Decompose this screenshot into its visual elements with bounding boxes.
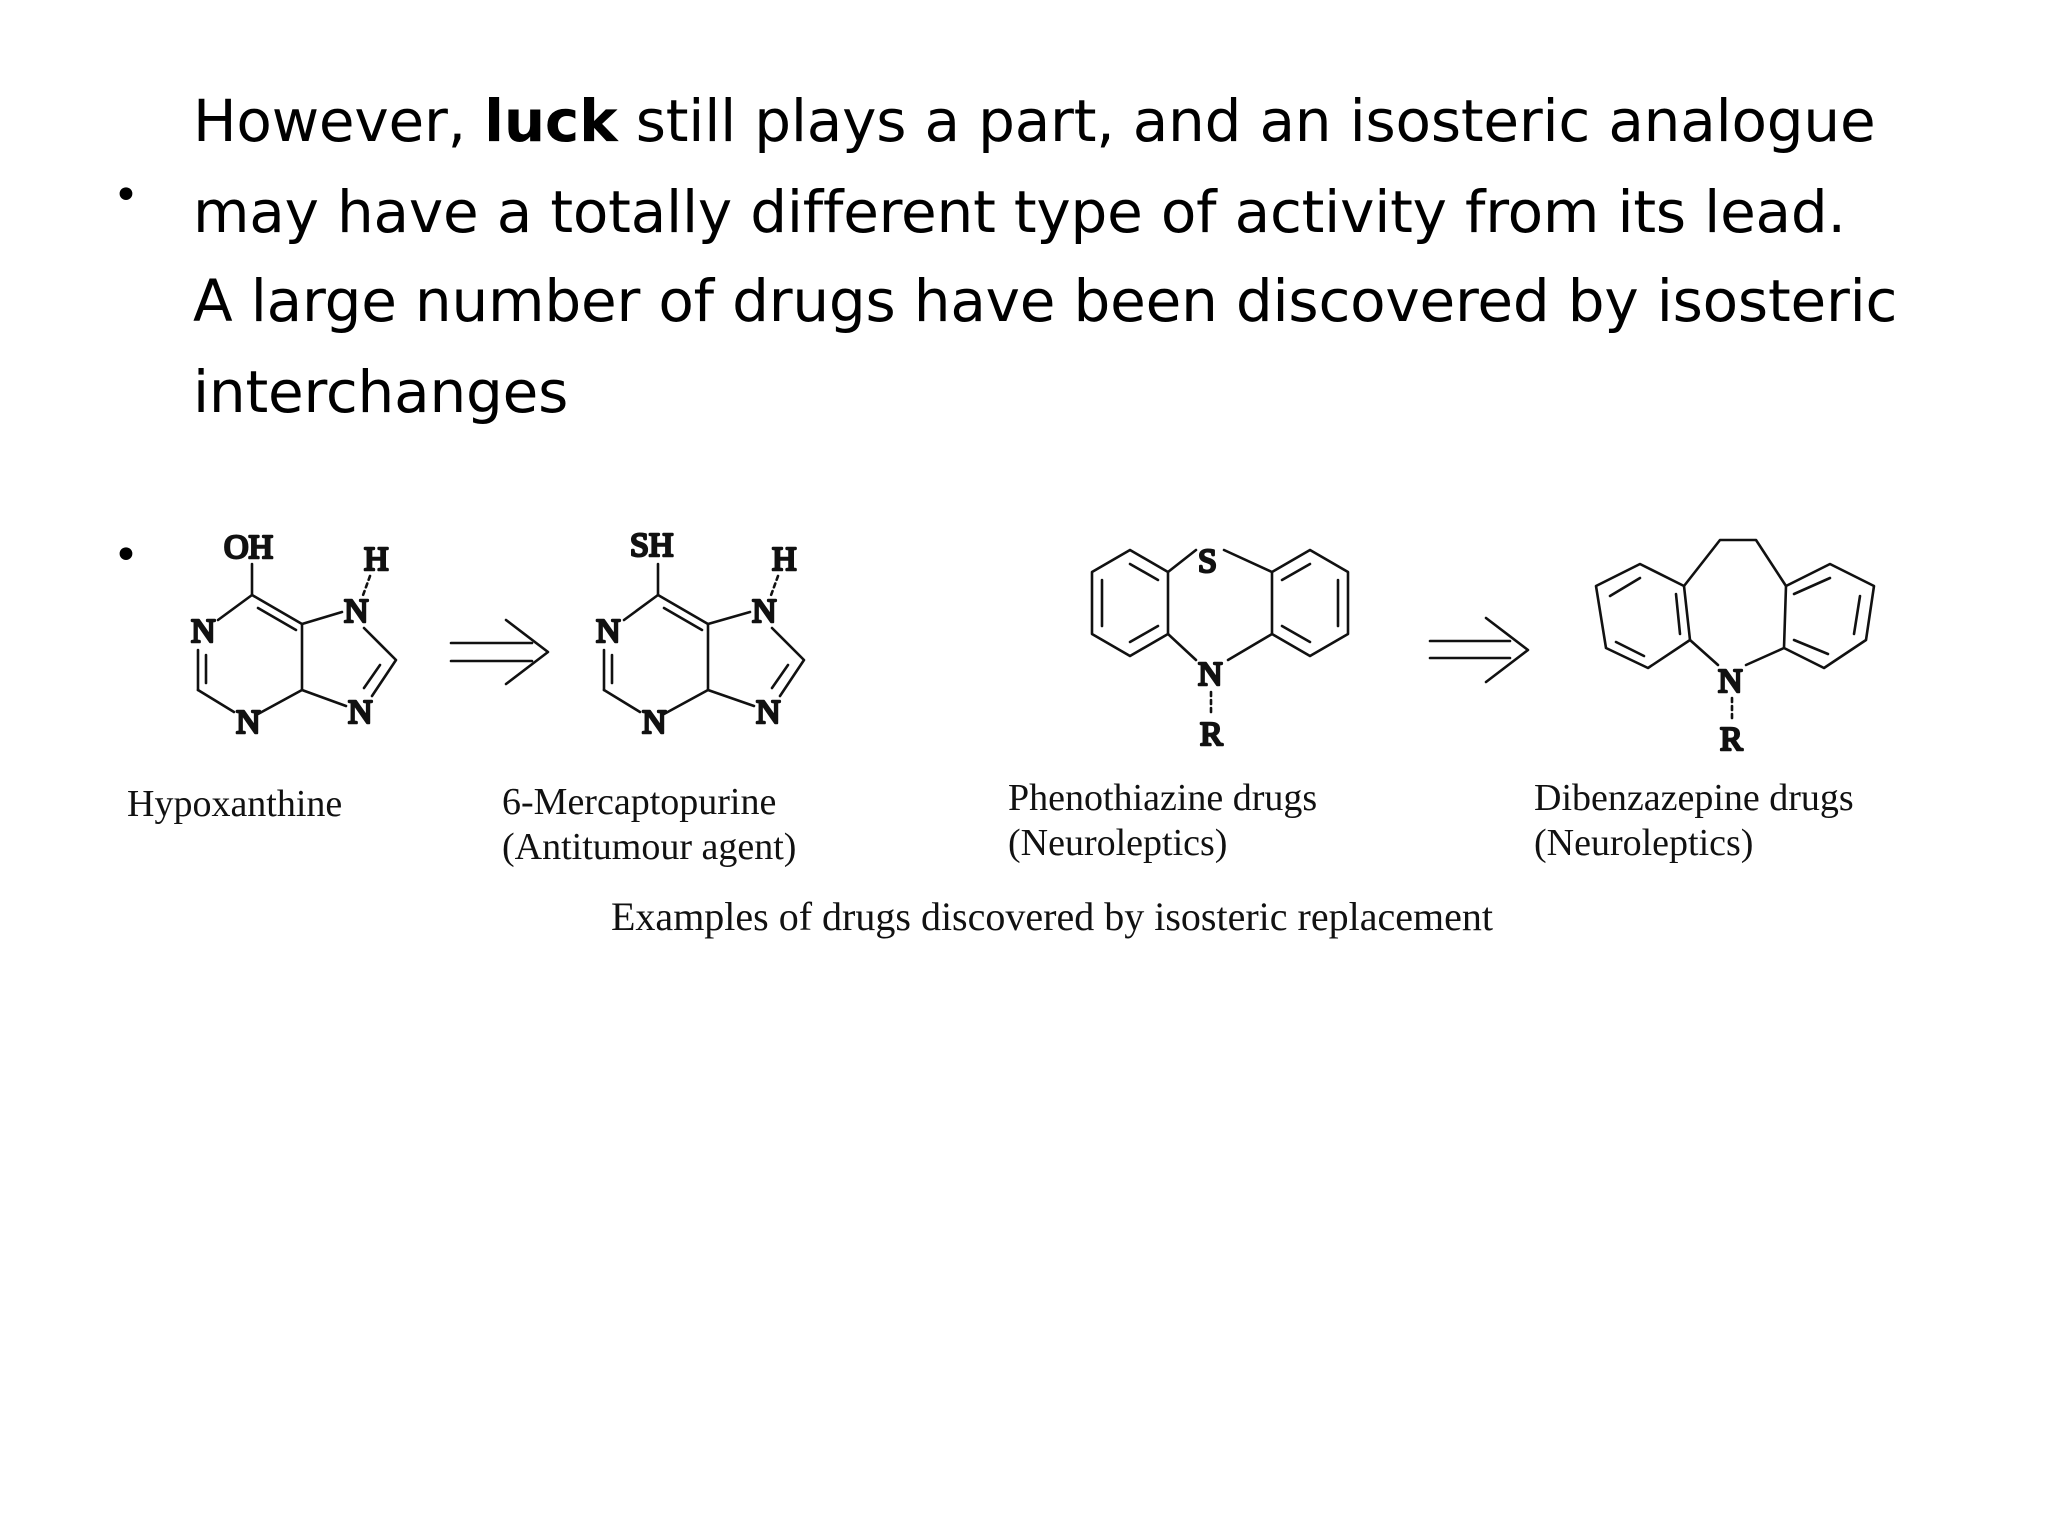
bullet-emphasis: luck	[484, 87, 618, 155]
bullet-text-before: However,	[193, 87, 485, 155]
bond	[656, 593, 710, 626]
bullet-text: However, luck still plays a part, and an…	[193, 76, 1983, 258]
bond	[250, 593, 304, 626]
atom-h: H	[364, 541, 389, 578]
bond	[362, 626, 398, 698]
arrow-shaft	[449, 641, 534, 663]
atom-oh: OH	[224, 529, 273, 566]
bond	[768, 574, 780, 600]
bond	[216, 593, 254, 622]
dibenzazepine-structure: N R	[1594, 538, 1876, 759]
label-mercaptopurine: 6-Mercaptopurine	[502, 781, 777, 823]
bond	[770, 663, 790, 690]
benzene-double-bonds	[1608, 576, 1682, 658]
label-mercaptopurine-subtitle: (Antitumour agent)	[502, 826, 797, 868]
benzene-double-bonds	[1280, 562, 1340, 644]
bond	[1226, 632, 1274, 662]
bond	[706, 688, 756, 708]
bond	[602, 688, 642, 714]
ethylene-bridge	[1682, 538, 1788, 588]
bullet-text-after: still plays a part, and an isosteric ana…	[193, 87, 1876, 246]
bond	[770, 626, 806, 698]
bond	[362, 663, 382, 690]
arrow-head	[504, 618, 550, 686]
benzene-ring	[1270, 548, 1350, 658]
bond	[1744, 646, 1786, 667]
label-hypoxanthine: Hypoxanthine	[127, 783, 343, 825]
bond	[1166, 548, 1198, 574]
benzene-double-bonds	[1100, 562, 1160, 644]
atom-n9: N	[756, 694, 781, 731]
label-phenothiazine-subtitle: (Neuroleptics)	[1008, 822, 1228, 864]
figure-caption: Examples of drugs discovered by isosteri…	[611, 894, 1493, 939]
atom-s: S	[1198, 543, 1217, 580]
atom-r: R	[1720, 721, 1743, 758]
atom-n3: N	[642, 704, 667, 741]
bond	[300, 610, 344, 626]
bond	[662, 688, 710, 716]
bond	[300, 688, 348, 708]
label-phenothiazine: Phenothiazine drugs	[1008, 777, 1318, 819]
arrow-icon	[1428, 616, 1530, 684]
atom-h: H	[772, 541, 797, 578]
bullet-marker: •	[113, 530, 139, 581]
atom-n1: N	[596, 613, 621, 650]
benzene-ring	[1594, 562, 1692, 670]
bond	[1688, 638, 1720, 667]
atom-n3: N	[236, 704, 261, 741]
label-dibenzazepine-subtitle: (Neuroleptics)	[1534, 822, 1754, 864]
atom-r: R	[1200, 716, 1223, 753]
bond	[196, 688, 236, 714]
atom-n: N	[1198, 656, 1223, 693]
arrow-icon	[449, 618, 550, 686]
bullet-text: A large number of drugs have been discov…	[193, 267, 1898, 426]
atom-n7: N	[752, 593, 777, 630]
benzene-double-bonds	[1792, 576, 1862, 656]
arrow-head	[1484, 616, 1530, 684]
bond	[706, 610, 752, 626]
benzene-ring	[1090, 548, 1170, 658]
bond	[622, 593, 660, 622]
bond	[360, 574, 372, 600]
atom-n1: N	[191, 613, 216, 650]
bond	[256, 606, 298, 632]
atom-sh: SH	[630, 527, 673, 564]
chemical-structures: OH H N N N N SH	[190, 526, 1876, 759]
atom-n7: N	[344, 593, 369, 630]
arrow-shaft	[1428, 639, 1512, 660]
atom-n9: N	[348, 694, 373, 731]
bond	[256, 688, 304, 716]
mercaptopurine-structure: SH H N N N N	[595, 526, 806, 742]
hypoxanthine-structure: OH H N N N N	[190, 528, 398, 742]
atom-n: N	[1718, 663, 1743, 700]
bond	[1222, 548, 1274, 574]
label-dibenzazepine: Dibenzazepine drugs	[1534, 777, 1854, 819]
isosteric-replacement-figure: OH H N N N N SH	[96, 500, 1956, 980]
bond	[1166, 632, 1198, 662]
bullet-marker: •	[113, 170, 139, 221]
bond	[662, 606, 704, 632]
phenothiazine-structure: S N R	[1090, 542, 1350, 754]
